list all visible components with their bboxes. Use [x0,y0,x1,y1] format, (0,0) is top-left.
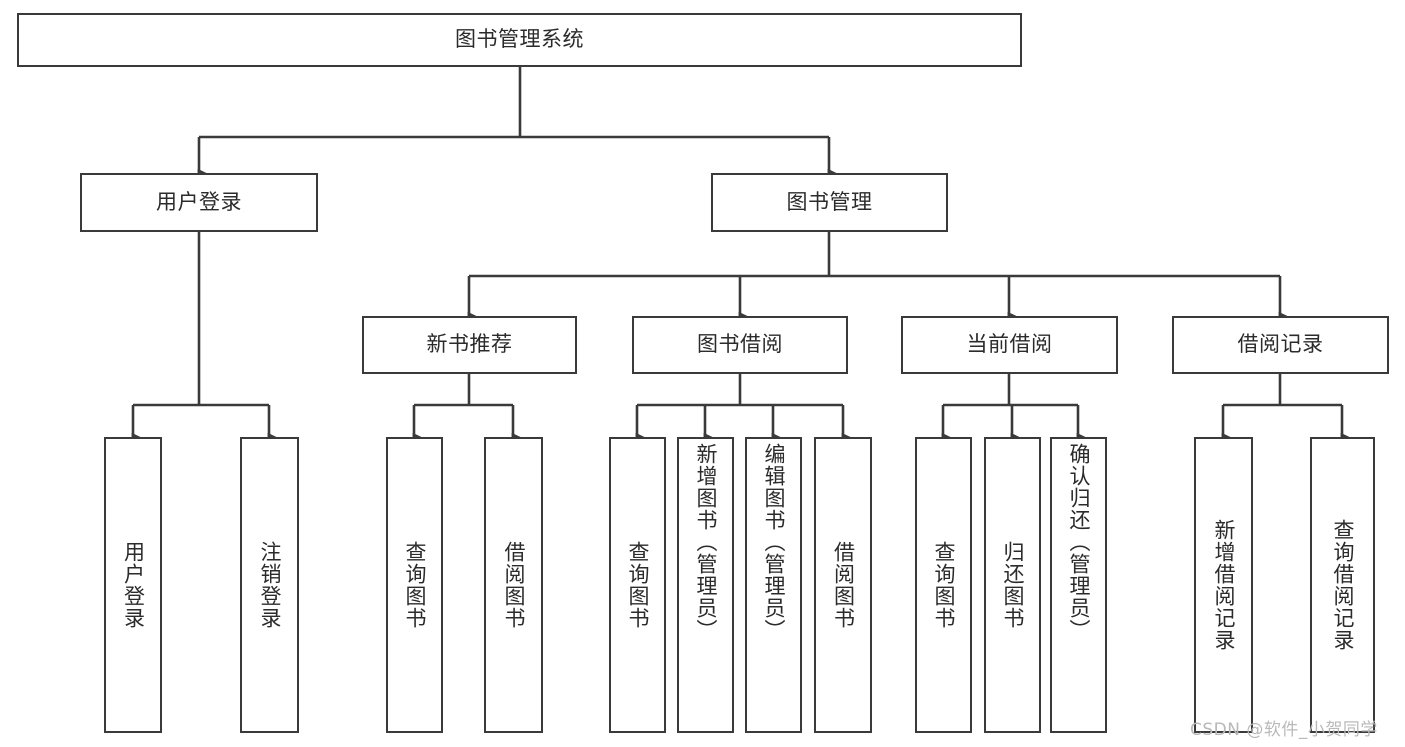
node-label-leaf-query-book-2: 查询图书 [625,541,650,629]
node-label-user-login: 用户登录 [156,189,242,214]
node-leaf-query-book-2[interactable]: 查询图书 [609,437,666,733]
node-label-book-borrow: 图书借阅 [697,332,783,357]
node-root[interactable]: 图书管理系统 [17,13,1022,67]
node-borrow-record[interactable]: 借阅记录 [1172,316,1389,374]
node-leaf-add-record[interactable]: 新增借阅记录 [1194,437,1253,733]
node-book-manage[interactable]: 图书管理 [711,173,948,232]
node-leaf-user-login[interactable]: 用户登录 [104,437,162,733]
node-leaf-query-book-3[interactable]: 查询图书 [915,437,972,733]
node-user-login[interactable]: 用户登录 [80,173,318,232]
node-label-leaf-confirm-return: 确认归还（管理员） [1066,443,1091,641]
node-label-leaf-edit-book: 编辑图书（管理员） [761,443,786,641]
node-leaf-logout[interactable]: 注销登录 [240,437,299,733]
node-label-new-book-rec: 新书推荐 [426,332,513,357]
node-label-current-borrow: 当前借阅 [966,332,1053,357]
node-label-leaf-return-book: 归还图书 [1000,541,1025,629]
node-label-root: 图书管理系统 [455,27,584,52]
node-label-leaf-query-record: 查询借阅记录 [1330,519,1355,651]
node-label-leaf-query-book-3: 查询图书 [931,541,956,629]
node-label-leaf-logout: 注销登录 [257,541,282,629]
node-leaf-borrow-book-1[interactable]: 借阅图书 [484,437,543,733]
node-leaf-edit-book[interactable]: 编辑图书（管理员） [745,437,802,733]
node-label-leaf-borrow-book-1: 借阅图书 [501,541,526,629]
node-label-leaf-add-record: 新增借阅记录 [1211,519,1236,651]
node-leaf-add-book[interactable]: 新增图书（管理员） [677,437,734,733]
node-label-leaf-query-book-1: 查询图书 [402,541,427,629]
node-leaf-query-book-1[interactable]: 查询图书 [386,437,443,733]
node-label-borrow-record: 借阅记录 [1237,332,1324,357]
node-leaf-query-record[interactable]: 查询借阅记录 [1310,437,1375,733]
node-leaf-return-book[interactable]: 归还图书 [984,437,1041,733]
node-new-book-rec[interactable]: 新书推荐 [362,316,577,374]
node-book-borrow[interactable]: 图书借阅 [632,316,848,374]
node-label-book-manage: 图书管理 [786,189,873,214]
node-label-leaf-add-book: 新增图书（管理员） [693,443,718,641]
node-leaf-borrow-book-2[interactable]: 借阅图书 [814,437,872,733]
node-leaf-confirm-return[interactable]: 确认归还（管理员） [1050,437,1107,733]
node-label-leaf-borrow-book-2: 借阅图书 [831,541,856,629]
node-label-leaf-user-login: 用户登录 [121,541,146,629]
node-current-borrow[interactable]: 当前借阅 [901,316,1118,374]
